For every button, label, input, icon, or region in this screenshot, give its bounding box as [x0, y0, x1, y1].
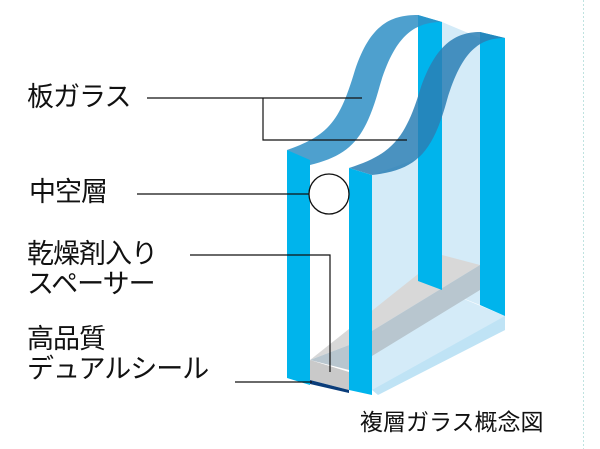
leader-plate-glass-2 [262, 98, 407, 141]
hollow-layer-circle [308, 173, 350, 215]
label-hollow-layer: 中空層 [29, 177, 108, 208]
pane-2-curve [349, 32, 505, 175]
label-spacer-line2: スペーサー [27, 269, 156, 300]
bottom-slab [372, 316, 505, 395]
label-seal-line2: デュアルシール [27, 354, 209, 385]
dotted-border [583, 0, 584, 449]
back-pane-2-edge [480, 32, 505, 316]
diagram-caption: 複層ガラス概念図 [360, 410, 544, 436]
leader-spacer [190, 254, 331, 372]
front-pane-2-edge [349, 168, 372, 395]
dual-seal [310, 380, 349, 393]
label-plate-glass: 板ガラス [27, 82, 131, 113]
back-pane-fill [442, 22, 480, 305]
label-seal-line1: 高品質 [27, 324, 106, 355]
label-spacer-line1: 乾燥剤入り [27, 239, 158, 270]
front-pane-1-edge [287, 150, 310, 385]
pane-1-curve [287, 15, 442, 165]
